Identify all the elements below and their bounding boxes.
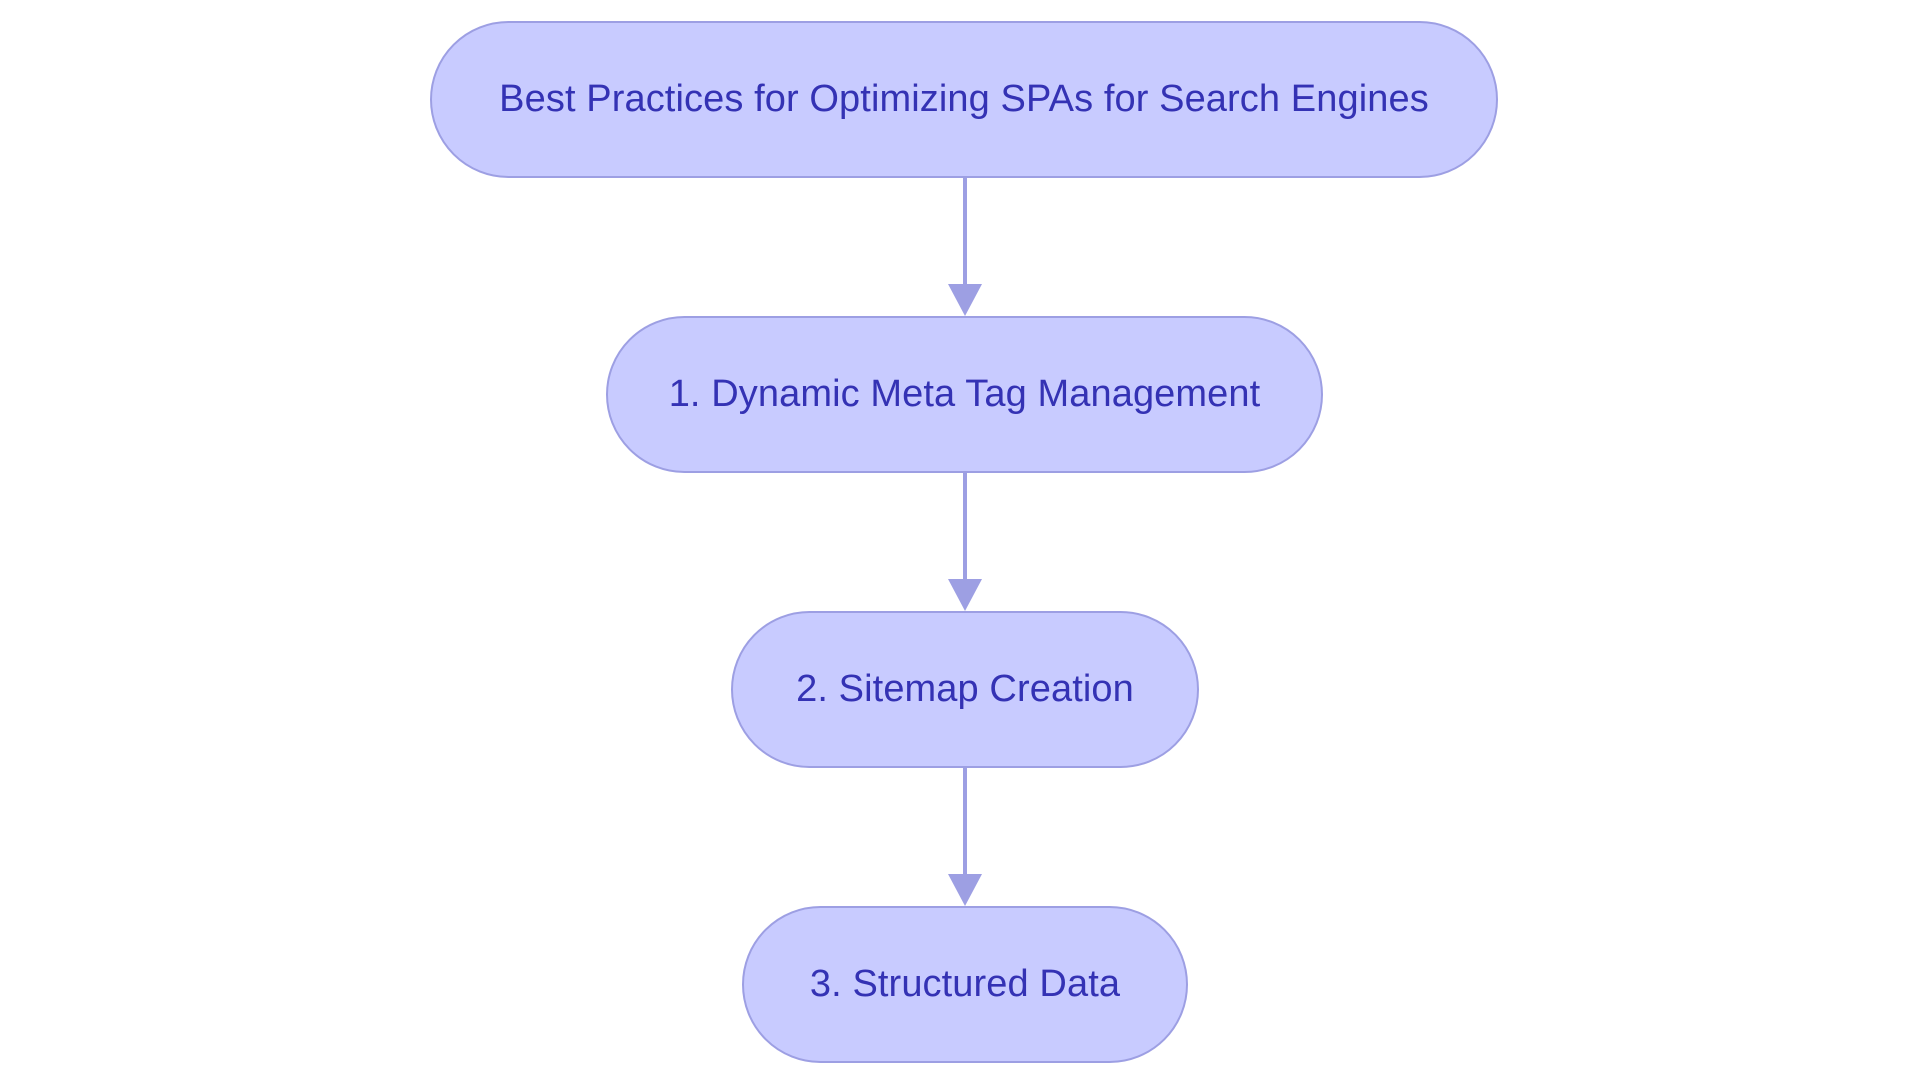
node-best-practices-title: Best Practices for Optimizing SPAs for S… — [430, 21, 1498, 178]
node-label: Best Practices for Optimizing SPAs for S… — [499, 78, 1429, 120]
edge-step1-to-step2 — [948, 473, 982, 611]
edge-root-to-step1 — [948, 178, 982, 316]
node-label: 3. Structured Data — [809, 963, 1121, 1005]
node-label: 1. Dynamic Meta Tag Management — [668, 373, 1261, 415]
node-dynamic-meta-tag-management: 1. Dynamic Meta Tag Management — [606, 316, 1323, 473]
node-sitemap-creation: 2. Sitemap Creation — [731, 611, 1199, 768]
node-structured-data: 3. Structured Data — [742, 906, 1188, 1063]
node-label: 2. Sitemap Creation — [796, 668, 1134, 710]
edge-step2-to-step3 — [948, 768, 982, 906]
